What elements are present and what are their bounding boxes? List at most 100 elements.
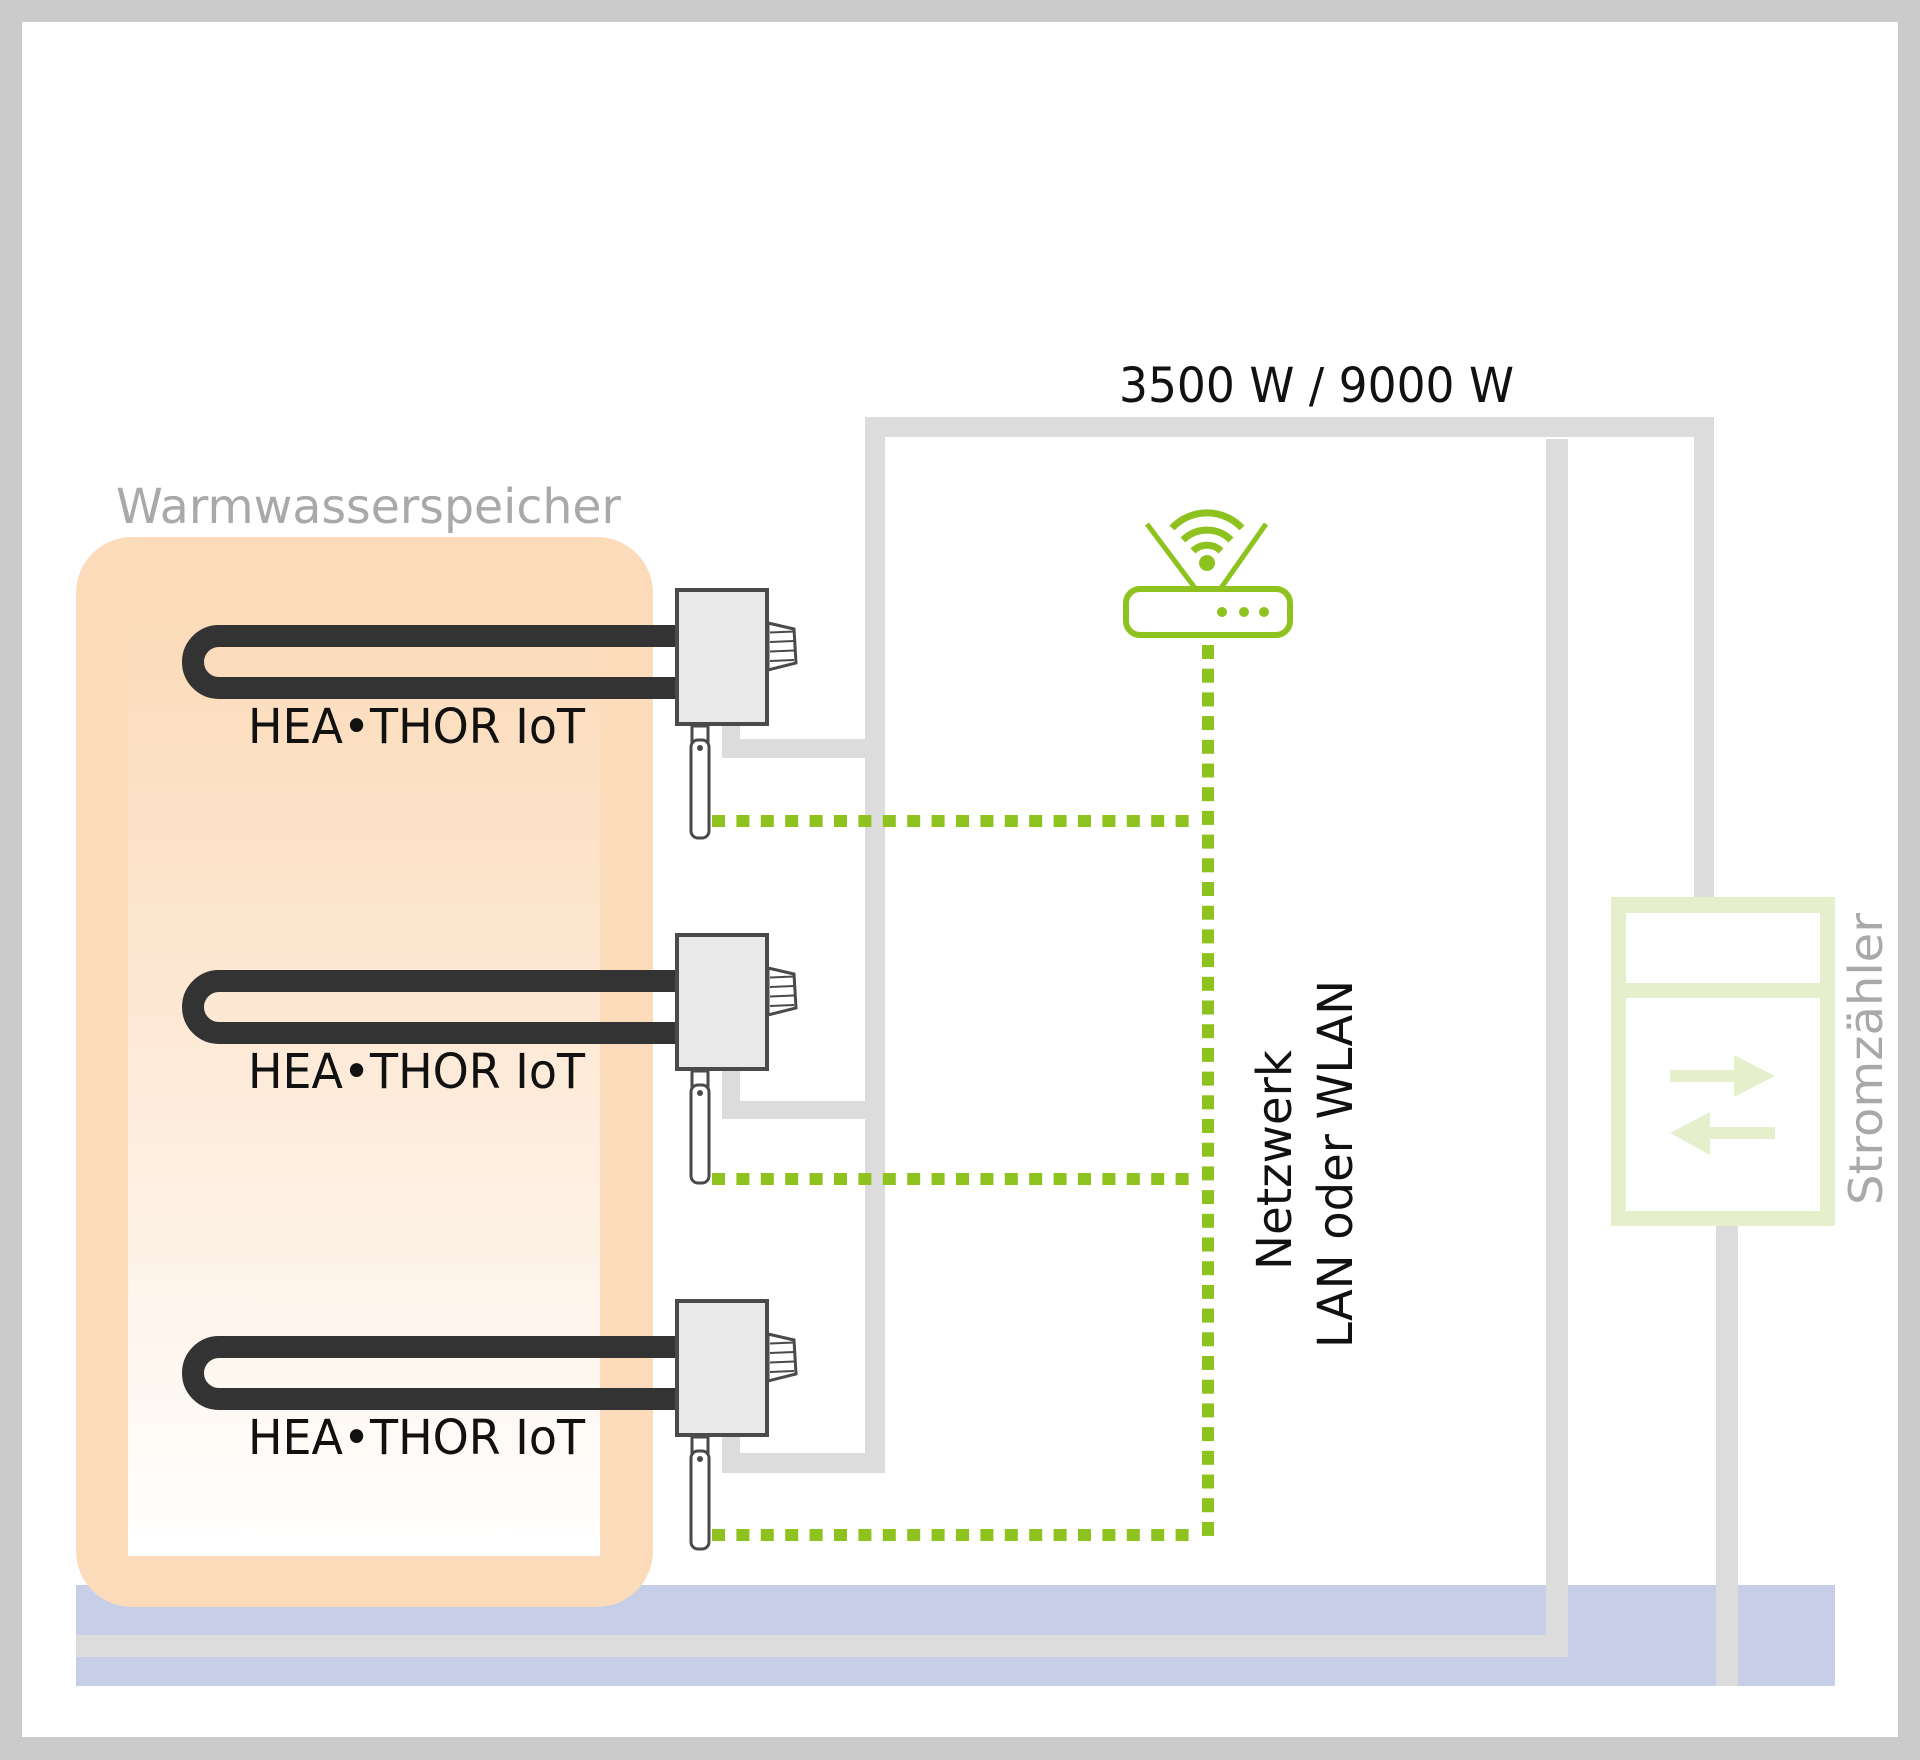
network-dot (1202, 692, 1214, 707)
tank-label: Warmwasserspeicher (116, 479, 621, 535)
heating-element (182, 1336, 675, 1410)
network-dot (1202, 1047, 1214, 1062)
heating-element (182, 970, 675, 1044)
wifi-router-icon (1123, 509, 1293, 638)
electricity-meter (1611, 897, 1835, 1226)
network-dot (882, 1529, 896, 1541)
heater-unit: HEA•THOR IoT (182, 933, 798, 1185)
antenna-icon (689, 738, 711, 840)
network-dot (1202, 716, 1214, 731)
network-dot (1102, 1529, 1116, 1541)
network-dot (1202, 858, 1214, 873)
knob-grip-line (769, 994, 795, 998)
network-dot (1202, 834, 1214, 849)
meter-display (1626, 913, 1820, 983)
router-antenna-right (1218, 522, 1269, 590)
wifi-signal-dot (1199, 555, 1215, 571)
network-dot (1102, 815, 1116, 827)
network-dot (1078, 1173, 1091, 1185)
power-cabling (76, 417, 1738, 1686)
network-dot (1151, 1529, 1165, 1541)
network-dot (760, 815, 774, 827)
arrow-left-shaft (1708, 1127, 1775, 1139)
device-1-cable-branch (722, 739, 872, 758)
arrow-left-head (1670, 1112, 1710, 1155)
network-dot (760, 1173, 774, 1185)
network-dot (712, 1173, 725, 1185)
network-dot (760, 1529, 774, 1541)
network-dot (1151, 815, 1165, 827)
network-dot (1202, 1356, 1214, 1370)
knob-grip-line (769, 659, 795, 662)
network-dot (809, 1173, 823, 1185)
heater-control-box (675, 588, 769, 726)
router-body (1123, 586, 1293, 638)
network-dot (1202, 1284, 1214, 1299)
network-dot (1202, 1213, 1214, 1228)
meter-body (1626, 998, 1820, 1211)
network-dot (712, 815, 725, 827)
network-dot (931, 815, 945, 827)
network-dot (858, 1529, 872, 1541)
network-dot (809, 815, 823, 827)
network-dot (712, 1529, 725, 1541)
power-rating-label: 3500 W / 9000 W (1119, 358, 1514, 414)
network-dot (1202, 810, 1214, 825)
network-dot (785, 1173, 799, 1185)
network-dot (1202, 1190, 1214, 1205)
network-dot (980, 1173, 994, 1185)
network-dot (1202, 668, 1214, 683)
network-dot (1202, 763, 1214, 778)
network-dot (736, 1173, 750, 1185)
network-dot (907, 815, 921, 827)
network-dot (834, 1173, 847, 1185)
network-dot (834, 1529, 847, 1541)
antenna-pivot (697, 745, 703, 751)
network-label-2: LAN oder WLAN (1308, 980, 1364, 1348)
network-dot (1202, 1237, 1214, 1252)
network-dot (1202, 1427, 1214, 1442)
network-label-line1: Netzwerk (1247, 1050, 1303, 1270)
heater-label: HEA•THOR IoT (248, 1410, 586, 1466)
network-dot (956, 815, 969, 827)
device-2-cable-branch (722, 1101, 872, 1119)
network-dot (931, 1529, 945, 1541)
knob-grip-line (769, 1360, 795, 1364)
heater-unit: HEA•THOR IoT (182, 1299, 798, 1551)
network-dot (1029, 1529, 1043, 1541)
knob-grip-line (769, 1004, 795, 1007)
network-dot (1175, 815, 1189, 827)
network-dot (1202, 1000, 1214, 1015)
network-dot (1202, 1498, 1214, 1513)
knob-grip-line (769, 640, 795, 643)
network-dot (809, 1529, 823, 1541)
network-dot (882, 815, 896, 827)
network-dot (1053, 1529, 1067, 1541)
network-dot (1004, 1529, 1018, 1541)
network-dot (858, 815, 872, 827)
network-dot (858, 1173, 872, 1185)
network-dot (1004, 1173, 1018, 1185)
network-dot (1202, 1261, 1214, 1276)
network-dot (907, 1529, 921, 1541)
network-dot (1202, 1450, 1214, 1465)
power-cable-bottom (76, 1635, 1568, 1657)
wifi-signal-arc-1 (1190, 541, 1224, 554)
network-dot (1202, 1071, 1214, 1086)
arrow-right-shaft (1670, 1070, 1736, 1082)
thermostat-knob-icon (766, 1332, 798, 1383)
network-dot (1202, 787, 1214, 802)
knob-grip-line (769, 649, 795, 653)
network-dot (1202, 1095, 1214, 1110)
network-dot (1202, 1379, 1214, 1394)
antenna-pivot (697, 1090, 703, 1096)
network-dot (1202, 1142, 1214, 1157)
network-dot (1053, 815, 1067, 827)
network-dot (980, 1529, 994, 1541)
network-dot (907, 1173, 921, 1185)
network-dot (1029, 1173, 1043, 1185)
network-dot (1202, 1166, 1214, 1181)
network-dot (931, 1173, 945, 1185)
antenna-icon (689, 1083, 711, 1185)
